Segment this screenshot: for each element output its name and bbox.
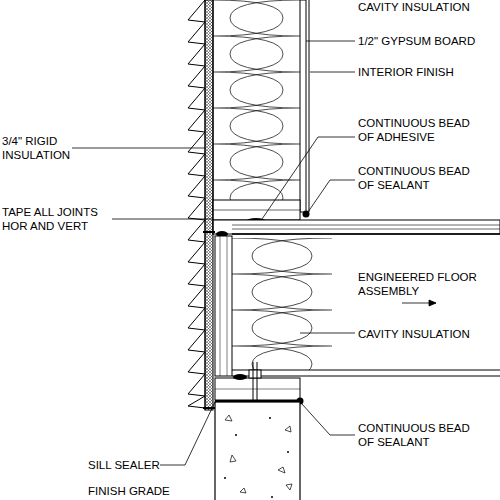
material-label: SILL SEALER: [88, 459, 160, 471]
material-label: CAVITY INSULATION: [358, 0, 498, 14]
grade-label: FINISH GRADE: [88, 484, 188, 498]
material-label: INTERIOR FINISH: [358, 65, 498, 79]
material-label: SILL SEALER: [88, 458, 178, 472]
material-label: CAVITY INSULATION: [358, 1, 470, 13]
material-label: CONTINUOUS BEAD OF SEALANT: [358, 421, 478, 449]
material-label: CAVITY INSULATION: [358, 327, 498, 341]
material-label: 1/2" GYPSUM BOARD: [358, 35, 475, 47]
material-label: 3/4" RIGID INSULATION: [2, 134, 72, 162]
material-label: INTERIOR FINISH: [358, 66, 454, 78]
material-label: CONTINUOUS BEAD OF SEALANT: [358, 165, 470, 191]
material-label: ENGINEERED FLOOR ASSEMBLY: [358, 270, 483, 298]
note-label: TAPE ALL JOINTS HOR AND VERT: [2, 205, 110, 233]
material-label: ENGINEERED FLOOR ASSEMBLY: [358, 271, 477, 297]
material-label: 1/2" GYPSUM BOARD: [358, 34, 498, 48]
grade-label: FINISH GRADE: [88, 485, 170, 497]
material-label: CONTINUOUS BEAD OF ADHESIVE: [358, 117, 470, 143]
note-label: TAPE ALL JOINTS HOR AND VERT: [2, 206, 98, 232]
material-label: CONTINUOUS BEAD OF ADHESIVE: [358, 116, 478, 144]
material-label: CONTINUOUS BEAD OF SEALANT: [358, 422, 470, 448]
material-label: CAVITY INSULATION: [358, 328, 470, 340]
material-label: CONTINUOUS BEAD OF SEALANT: [358, 164, 478, 192]
material-label: 3/4" RIGID INSULATION: [2, 135, 70, 161]
